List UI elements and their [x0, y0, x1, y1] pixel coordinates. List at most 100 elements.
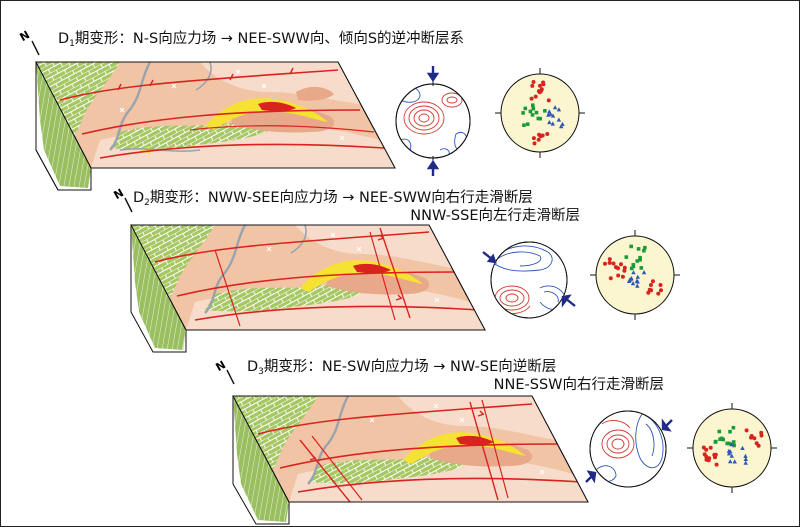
stereonet-pole-circle [646, 290, 651, 295]
stereonet-pole-square [543, 109, 547, 113]
stereonet-pole-triangle [630, 281, 636, 286]
stereonet-pole-triangle [743, 453, 748, 458]
stereonet-pole-square [731, 440, 736, 444]
stereonet-pole-triangle [743, 456, 748, 461]
stereonet-pole-triangle [627, 277, 633, 282]
stereonet-pole-triangle [641, 270, 647, 275]
stereonet-pole-circle [713, 452, 718, 457]
stereonet-pole-square [635, 259, 640, 263]
stereonet-pole-circle [533, 94, 538, 99]
stereonet-pole-circle [744, 428, 749, 433]
stereonet-pole-circle [749, 434, 754, 438]
stereonet-pole-triangle [546, 112, 551, 117]
stereonet-pole-triangle [743, 460, 748, 465]
stereonet-pole-square [521, 111, 525, 115]
block-diagram-d2 [130, 224, 486, 353]
stereonet-pole-circle [752, 436, 757, 441]
stereonet-pole-square [523, 106, 528, 111]
stereonet-pole-square [536, 116, 541, 121]
svg-text:N: N [112, 186, 126, 202]
stereonet-pole-square [732, 443, 736, 448]
stereonet-pole-circle [754, 441, 759, 446]
north-arrow-d3: N [214, 358, 235, 385]
stereonet-pole-circle [704, 454, 709, 459]
stereonet-pole-square [525, 122, 530, 126]
stereonet-contour-d2 [482, 241, 576, 319]
stereonet-pole-circle [622, 265, 627, 270]
stereonet-pole-square [631, 263, 636, 267]
stereonet-pole-triangle [552, 105, 558, 110]
stereonet-points-d2 [590, 230, 680, 320]
stereonet-pole-triangle [560, 121, 565, 126]
stereonet-pole-square [531, 106, 536, 111]
north-label: N [18, 28, 32, 44]
stereonet-pole-triangle [635, 283, 640, 288]
stereonet-pole-circle [616, 266, 620, 271]
stereonet-pole-circle [649, 283, 653, 287]
stereonet-pole-circle [619, 262, 623, 267]
stereonet-pole-triangle [740, 445, 745, 450]
panel-subtitle-d2: NNW-SSE向左行走滑断层 [410, 208, 580, 224]
stereonet-pole-square [534, 110, 539, 115]
block-diagram-d1 [35, 61, 396, 191]
stereonet-pole-triangle [556, 117, 562, 122]
stereonet-pole-triangle [726, 451, 732, 456]
stereonet-pole-square [522, 123, 526, 127]
stereonet-pole-square [725, 441, 729, 446]
stereonet-pole-square [531, 103, 535, 107]
stereonet-pole-circle [539, 88, 544, 93]
stereonet-pole-square [636, 247, 641, 251]
stereonet-pole-triangle [732, 459, 737, 464]
stereonet-pole-square [638, 258, 642, 262]
stereonet-pole-triangle [547, 119, 552, 125]
stereonet-pole-circle [622, 268, 627, 273]
stereonet-points-d3 [687, 403, 777, 493]
block-diagram-d3 [232, 395, 589, 525]
stress-arrow-south-icon [426, 159, 440, 176]
stereonet-pole-circle [714, 462, 719, 467]
stereonet-pole-circle [708, 445, 713, 450]
stereonet-pole-circle [607, 260, 612, 265]
stress-arrow-nw-icon [482, 251, 497, 264]
stereonet-pole-circle [531, 80, 536, 84]
stereonet-pole-circle [545, 132, 550, 136]
stereonet-pole-triangle [559, 124, 564, 129]
stereonet-pole-square [538, 116, 542, 121]
stereonet-pole-square [638, 255, 642, 260]
stereonet-pole-circle [608, 276, 613, 281]
stereonet-pole-circle [530, 83, 535, 88]
north-arrow-d2: N [112, 186, 133, 213]
stereonet-pole-circle [538, 134, 543, 139]
stress-arrow-north-icon [426, 66, 440, 83]
stereonet-pole-circle [656, 291, 661, 296]
stereonet-pole-circle [649, 288, 654, 293]
north-arrow-d1: N [18, 28, 40, 56]
stereonet-pole-square [642, 248, 646, 253]
stereonet-pole-square [717, 429, 722, 434]
stereonet-pole-circle [659, 288, 663, 293]
stereonet-pole-square [629, 266, 634, 271]
stereonet-pole-square [528, 109, 533, 114]
stereonet-pole-circle [529, 96, 534, 101]
stereonet-pole-square [643, 245, 647, 250]
stereonet-pole-triangle [556, 107, 562, 112]
stereonet-pole-circle [704, 447, 709, 452]
stereonet-pole-square [721, 437, 725, 442]
stereonet-pole-circle [620, 274, 625, 279]
stereonet-pole-circle [546, 98, 551, 103]
stereonet-pole-triangle [631, 270, 636, 275]
stereonet-pole-square [624, 255, 629, 259]
stereonet-pole-triangle [728, 459, 733, 464]
stereonet-pole-square [530, 113, 535, 117]
stress-arrow-ne-icon [661, 418, 673, 432]
stereonet-pole-triangle [635, 279, 640, 284]
panel-title-d2: D2期变形：NWW-SEE向应力场 → NEE-SWW向右行走滑断层 [133, 190, 533, 208]
stereonet-pole-circle [603, 261, 607, 266]
stereonet-pole-circle [538, 83, 542, 88]
stereonet-pole-square [713, 440, 718, 444]
svg-text:N: N [214, 358, 228, 374]
stereonet-pole-circle [759, 430, 764, 435]
stereonet-pole-square [728, 429, 732, 434]
stereonet-pole-circle [650, 279, 655, 284]
